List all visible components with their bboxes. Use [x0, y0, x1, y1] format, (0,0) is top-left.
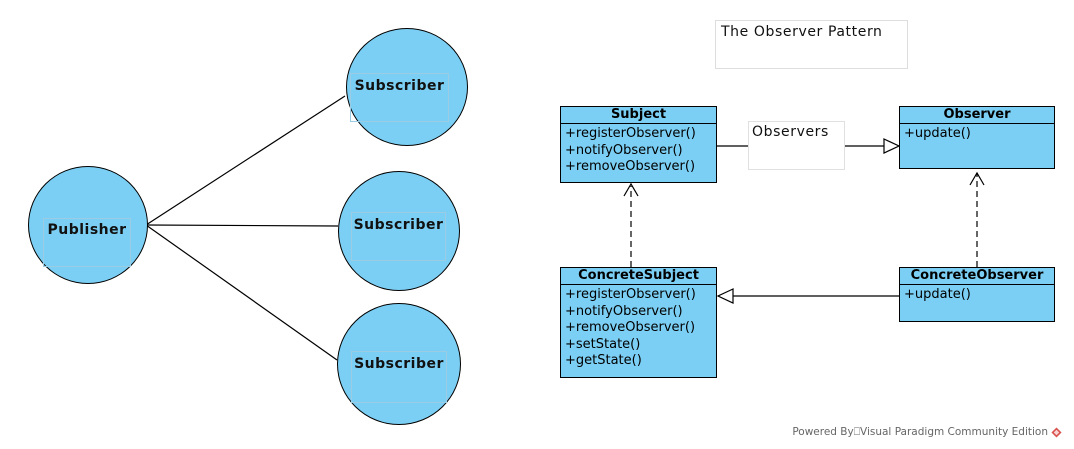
operation: +update() [904, 126, 971, 141]
operation: +getState() [565, 353, 642, 368]
dependency-arrowhead [716, 288, 734, 304]
association-label: Observers [752, 124, 829, 140]
class-name: ConcreteObserver [900, 268, 1054, 285]
observer-class[interactable]: Observer +update() [899, 106, 1055, 169]
publish-line-2 [145, 224, 339, 227]
class-name: Observer [900, 107, 1054, 124]
pattern-title: The Observer Pattern [721, 24, 883, 40]
footer-text: Powered By⎕Visual Paradigm Community Edi… [792, 426, 1048, 438]
operation: +notifyObserver() [565, 303, 683, 319]
publisher-node[interactable]: Publisher [28, 166, 148, 284]
subscriber-node[interactable]: Subscriber [337, 303, 461, 425]
operation: +update() [904, 287, 971, 302]
class-name: ConcreteSubject [561, 268, 716, 285]
subscriber-label: Subscriber [351, 351, 447, 403]
subscriber-label: Subscriber [351, 212, 446, 261]
realization-arrowhead-observer [969, 171, 985, 186]
operation: +removeObserver() [565, 159, 696, 174]
powered-by-footer: Powered By⎕Visual Paradigm Community Edi… [792, 426, 1062, 439]
operation: +setState() [565, 336, 641, 352]
class-name: Subject [561, 107, 716, 124]
subject-class[interactable]: Subject +registerObserver() +notifyObser… [560, 106, 717, 183]
subscriber-node[interactable]: Subscriber [346, 28, 468, 146]
subscriber-label: Subscriber [350, 73, 449, 122]
operation: +registerObserver() [565, 126, 696, 141]
association-label-note[interactable]: Observers [748, 121, 845, 170]
operation: +removeObserver() [565, 320, 696, 335]
operation: +notifyObserver() [565, 142, 683, 158]
subscriber-node[interactable]: Subscriber [338, 171, 460, 291]
concrete-subject-class[interactable]: ConcreteSubject +registerObserver() +not… [560, 267, 717, 378]
publisher-label: Publisher [43, 218, 131, 267]
association-arrowhead [883, 138, 901, 154]
publish-line-3 [145, 224, 338, 361]
visual-paradigm-logo-icon [1051, 427, 1062, 438]
pattern-title-note[interactable]: The Observer Pattern [715, 20, 908, 69]
realization-arrowhead-subject [623, 182, 639, 197]
publish-line-1 [145, 95, 346, 226]
operation: +registerObserver() [565, 287, 696, 302]
concrete-observer-class[interactable]: ConcreteObserver +update() [899, 267, 1055, 322]
